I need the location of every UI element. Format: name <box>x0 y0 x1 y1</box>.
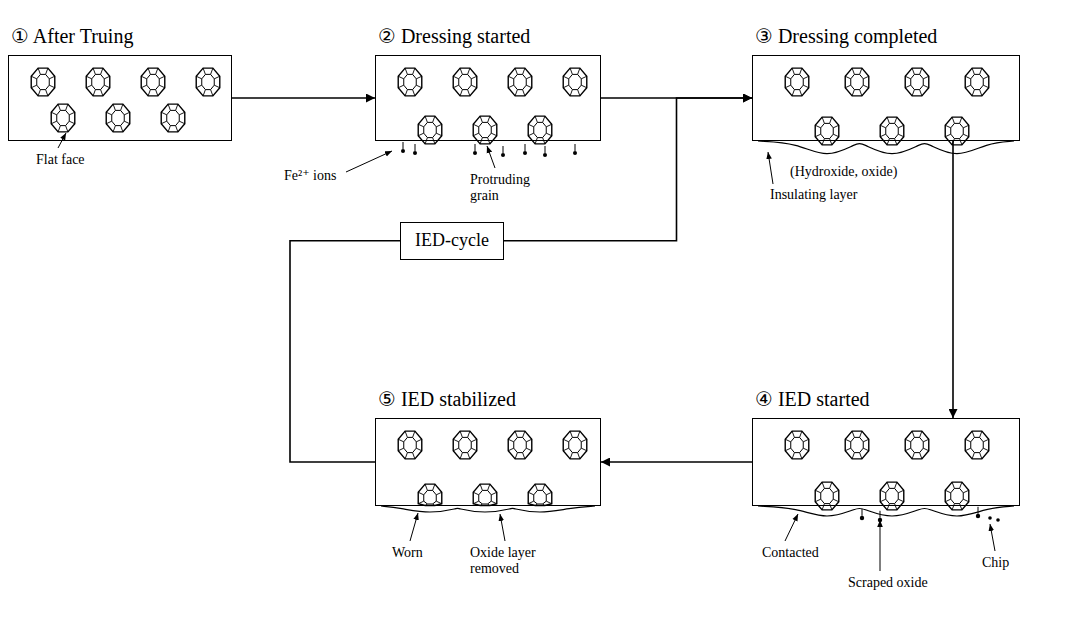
particle <box>523 144 527 155</box>
flow-arrow <box>290 241 400 462</box>
callout-label: Scraped oxide <box>848 575 928 591</box>
callout-label: (Hydroxide, oxide) <box>790 164 897 180</box>
callout-label: Flat face <box>36 152 85 168</box>
particle <box>473 144 477 155</box>
leader-line <box>410 513 418 541</box>
stage-panel: ⑤ IED stabilized <box>375 418 601 506</box>
diamond-grain <box>845 431 869 459</box>
flow-arrow <box>232 97 375 99</box>
callout-label: Insulating layer <box>770 187 857 203</box>
stage-panel: ② Dressing started <box>375 55 601 141</box>
callout-label: Chip <box>982 555 1009 571</box>
diamond-grain <box>453 431 477 459</box>
diamond-grain <box>965 431 989 459</box>
diamond-grain <box>785 68 809 96</box>
diamond-grain <box>196 68 220 96</box>
diamond-grain <box>453 68 477 96</box>
particle <box>988 516 992 520</box>
particle <box>413 144 417 155</box>
diamond-grain <box>905 431 929 459</box>
particle <box>860 509 864 520</box>
diamond-grain <box>905 68 929 96</box>
diamond-grain <box>51 104 75 132</box>
diamond-grain <box>473 116 497 144</box>
leader-line <box>346 151 392 172</box>
leader-line <box>487 146 495 168</box>
leader-line <box>880 520 881 571</box>
particle <box>976 507 980 518</box>
particle <box>543 146 547 157</box>
leader-line <box>990 524 995 551</box>
flow-arrow <box>601 461 752 463</box>
diamond-grain <box>965 68 989 96</box>
diamond-grain <box>508 68 532 96</box>
diamond-grain <box>418 484 442 505</box>
leader-line <box>768 152 773 184</box>
callout-label: Worn <box>392 545 423 561</box>
particle <box>573 144 577 155</box>
diamond-grain <box>563 68 587 96</box>
stage-heading: ⑤ IED stabilized <box>378 387 516 411</box>
particle <box>501 146 505 157</box>
diamond-grain <box>418 116 442 144</box>
insulating-layer <box>381 506 595 512</box>
cycle-box: IED-cycle <box>400 222 504 260</box>
stage-panel: ① After Truing <box>8 55 232 141</box>
diamond-grain <box>785 431 809 459</box>
stage-heading: ③ Dressing completed <box>755 24 937 48</box>
diamond-grain <box>161 104 185 132</box>
stage-heading: ④ IED started <box>755 387 870 411</box>
stage-panel: ③ Dressing completed <box>752 55 1020 141</box>
callout-label: Protruding grain <box>470 172 550 204</box>
callout-label: Fe²⁺ ions <box>284 168 336 184</box>
diamond-grain <box>473 484 497 505</box>
callout-label: Oxide layer removed <box>470 545 562 577</box>
diamond-grain <box>106 104 130 132</box>
diamond-grain <box>398 431 422 459</box>
diamond-grain <box>528 484 552 505</box>
diamond-grain <box>508 431 532 459</box>
insulating-layer <box>758 506 1014 516</box>
diamond-grain <box>398 68 422 96</box>
diamond-grain <box>563 431 587 459</box>
callout-label: Contacted <box>762 545 819 561</box>
diamond-grain <box>845 68 869 96</box>
insulating-layer <box>758 141 1014 154</box>
diamond-grain <box>528 116 552 144</box>
particle <box>401 142 405 153</box>
cycle-label: IED-cycle <box>415 230 489 252</box>
leader-line <box>785 514 798 541</box>
diamond-grains <box>31 68 1014 522</box>
particle <box>996 518 1000 522</box>
stage-heading: ① After Truing <box>11 24 133 48</box>
diamond-grain <box>31 68 55 96</box>
stage-heading: ② Dressing started <box>378 24 530 48</box>
diamond-grain <box>141 68 165 96</box>
stage-panel: ④ IED started <box>752 418 1020 506</box>
flow-arrow <box>504 98 752 241</box>
leader-line <box>500 514 505 541</box>
diamond-grain <box>86 68 110 96</box>
flow-arrow <box>952 141 954 418</box>
